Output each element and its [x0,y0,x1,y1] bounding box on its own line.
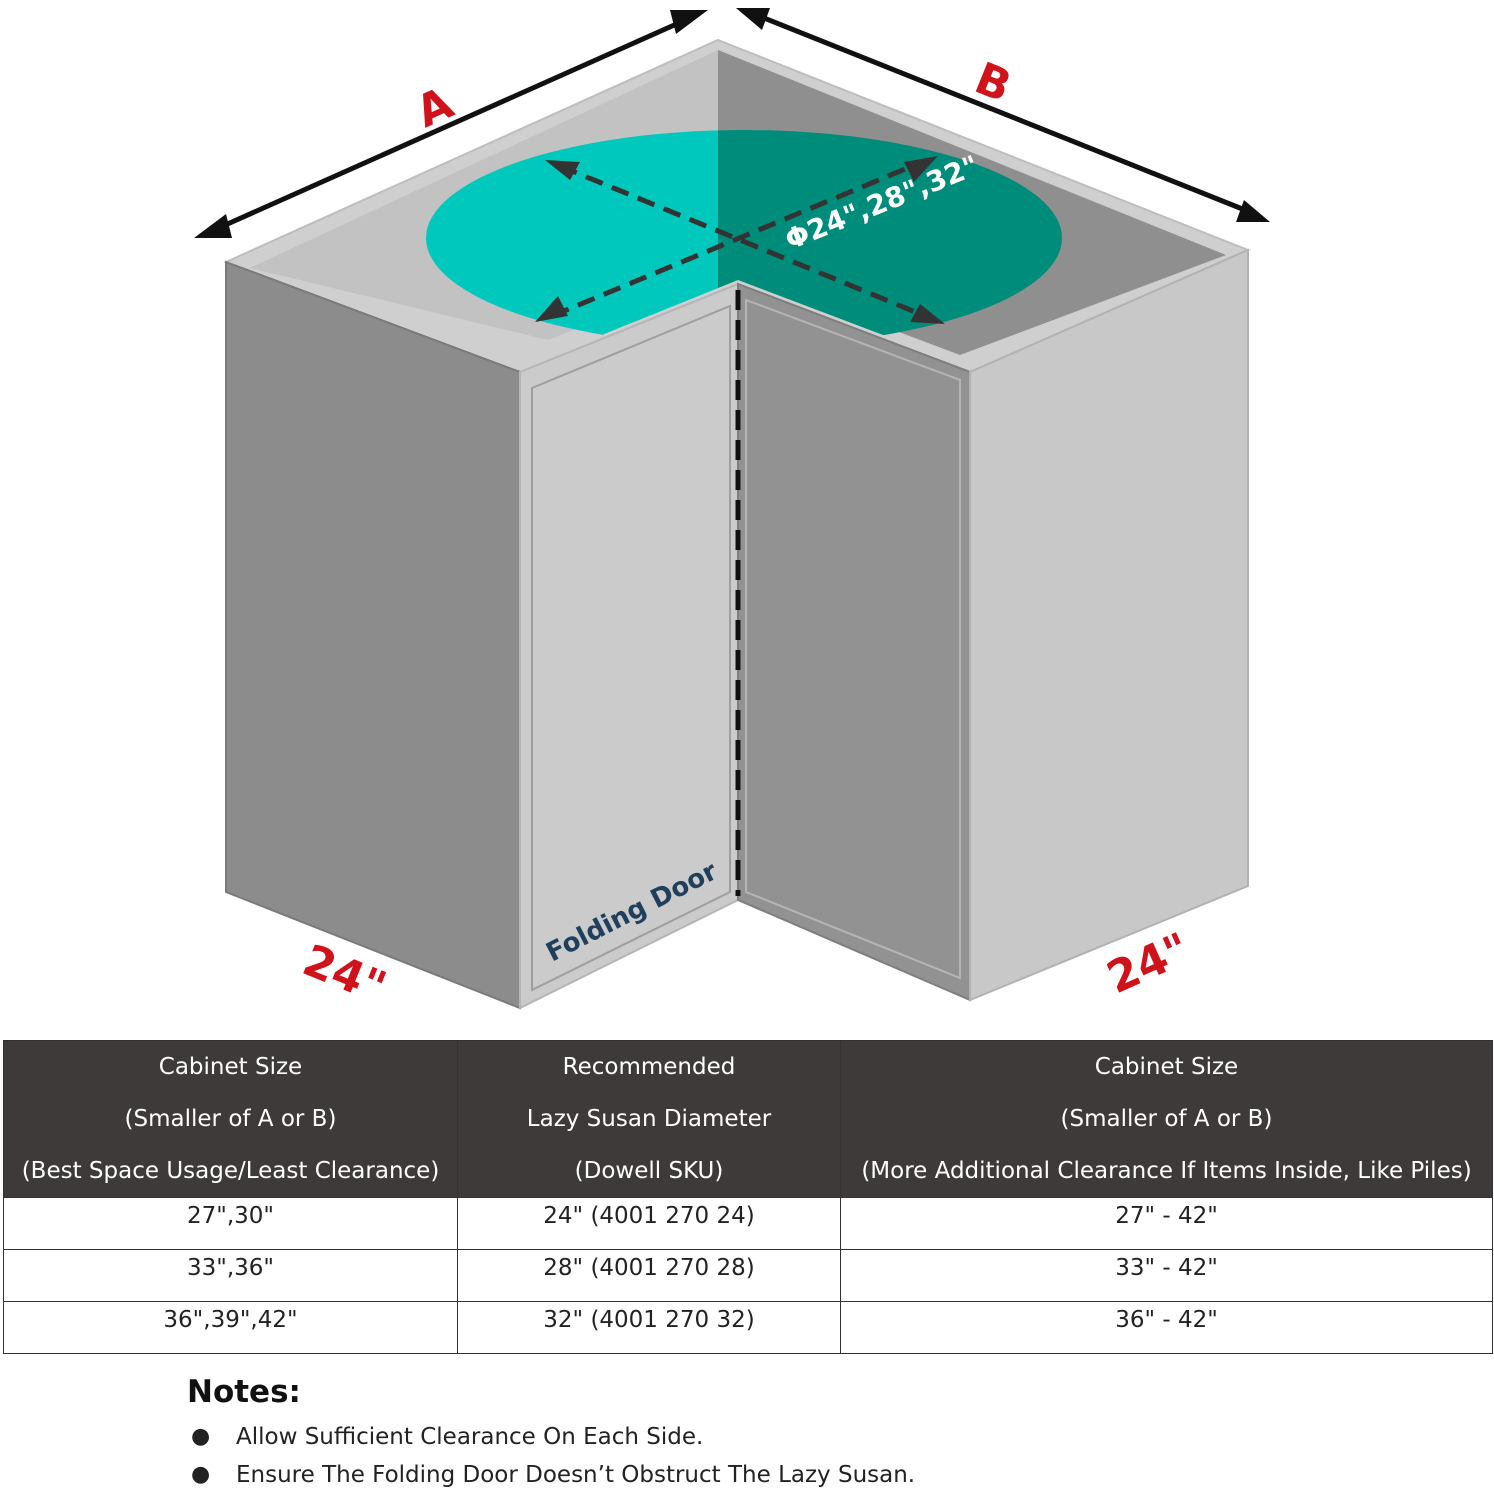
front-right-panel [737,282,971,1002]
header-recommended-diameter: Recommended Lazy Susan Diameter (Dowell … [457,1040,841,1198]
table-cell: 36" - 42" [840,1301,1493,1354]
right-side-panel [969,248,1249,1002]
table-cell: 33",36" [3,1249,458,1302]
notes-title: Notes: [187,1374,301,1410]
dimension-arrow-b [736,8,1270,222]
dimension-label-a: A [409,78,461,138]
dimension-arrow-a [194,10,708,238]
table-cell: 28" (4001 270 28) [457,1249,841,1302]
bullet-icon: ● [191,1462,211,1487]
header-cabinet-size-clearance: Cabinet Size (Smaller of A or B) (More A… [840,1040,1493,1198]
front-right-door-inset [745,298,961,980]
diameter-arrowheads [535,156,945,324]
list-item: ●Ensure The Folding Door Doesn’t Obstruc… [187,1456,1387,1494]
table-row: 36",39",42" 32" (4001 270 32) 36" - 42" [3,1301,1493,1354]
front-left-door-inset [531,304,731,992]
table-header-row: Cabinet Size (Smaller of A or B) (Best S… [3,1040,1493,1198]
table-cell: 33" - 42" [840,1249,1493,1302]
table-cell: 24" (4001 270 24) [457,1197,841,1250]
header-cabinet-size-best: Cabinet Size (Smaller of A or B) (Best S… [3,1040,458,1198]
table-cell: 27",30" [3,1197,458,1250]
corner-cabinet-diagram: Φ24",28",32" Folding Door A B 24" 24" [194,8,1270,1014]
left-side-panel [225,260,521,1010]
table-row: 27",30" 24" (4001 270 24) 27" - 42" [3,1197,1493,1250]
list-item: ●Allow Sufficient Clearance On Each Side… [187,1418,1387,1456]
bullet-icon: ● [191,1424,211,1449]
table-cell: 27" - 42" [840,1197,1493,1250]
notes-section: Notes: ●Allow Sufficient Clearance On Ea… [187,1374,1387,1494]
table-cell: 36",39",42" [3,1301,458,1354]
lazy-susan-size-table: Cabinet Size (Smaller of A or B) (Best S… [3,1040,1493,1354]
notes-list: ●Allow Sufficient Clearance On Each Side… [187,1418,1387,1494]
table-cell: 32" (4001 270 32) [457,1301,841,1354]
table-row: 33",36" 28" (4001 270 28) 33" - 42" [3,1249,1493,1302]
diameter-arrows [551,159,931,321]
